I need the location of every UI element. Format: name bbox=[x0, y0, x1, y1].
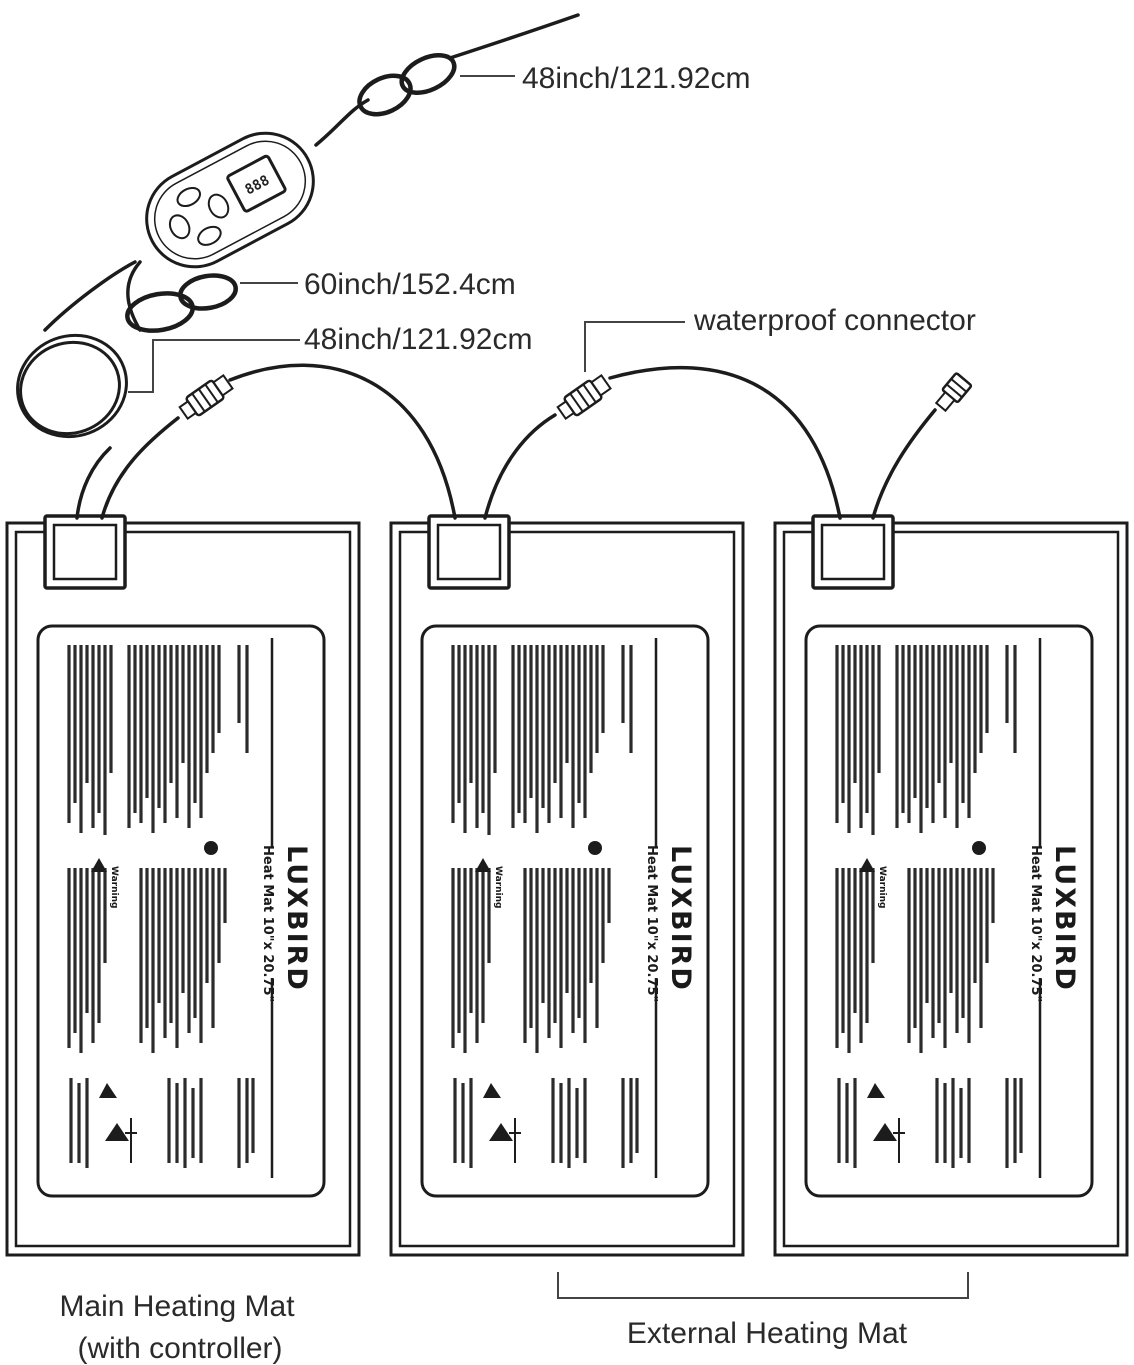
controller-button-up bbox=[176, 186, 202, 208]
power-cable-bundle bbox=[357, 53, 457, 117]
link-cable-1 bbox=[228, 363, 457, 520]
power-cable bbox=[314, 98, 370, 147]
mat-label-text-2: LUXBIRD Heat Mat 10"x 20.75" Warning bbox=[493, 845, 696, 1002]
mat-product-name: Heat Mat 10"x 20.75" bbox=[1028, 845, 1043, 1002]
controller-feed-cable bbox=[75, 446, 112, 520]
main-mat-cable bbox=[100, 416, 180, 520]
mat-brand: LUXBIRD bbox=[1049, 845, 1080, 992]
waterproof-connector-2 bbox=[554, 371, 614, 424]
callout-leaders bbox=[128, 75, 969, 1299]
end-cable bbox=[871, 408, 937, 520]
mat-label-text-1: LUXBIRD Heat Mat 10"x 20.75" Warning bbox=[109, 845, 312, 1002]
mat-brand: LUXBIRD bbox=[281, 845, 312, 992]
mat-product-name: Heat Mat 10"x 20.75" bbox=[260, 845, 275, 1002]
mat-warning-text: Warning bbox=[109, 866, 119, 908]
callout-power-cable-length: 48inch/121.92cm bbox=[522, 62, 751, 95]
callout-waterproof-connector: waterproof connector bbox=[693, 304, 976, 337]
controller-button-down bbox=[197, 225, 222, 246]
controller-display bbox=[226, 154, 287, 213]
controller-button-right bbox=[207, 193, 230, 219]
cable-coil-large bbox=[16, 333, 128, 439]
connector-end-cap bbox=[934, 372, 973, 413]
caption-main-mat-controller: (with controller) bbox=[77, 1332, 282, 1365]
callout-sensor-cable-length: 60inch/152.4cm bbox=[304, 268, 516, 301]
temperature-controller: 888 bbox=[145, 131, 315, 269]
mat-label-text-3: LUXBIRD Heat Mat 10"x 20.75" Warning bbox=[877, 845, 1080, 1002]
callout-mat-cable-length: 48inch/121.92cm bbox=[304, 323, 533, 356]
cables bbox=[43, 13, 937, 520]
mat-warning-text: Warning bbox=[493, 866, 503, 908]
waterproof-connector-1 bbox=[176, 371, 236, 424]
caption-main-mat: Main Heating Mat bbox=[59, 1290, 295, 1323]
sensor-cable-bundle bbox=[125, 273, 238, 333]
caption-external-mat: External Heating Mat bbox=[627, 1317, 908, 1350]
mat-product-name: Heat Mat 10"x 20.75" bbox=[644, 845, 659, 1002]
mat-brand: LUXBIRD bbox=[665, 845, 696, 992]
mat-warning-text: Warning bbox=[877, 866, 887, 908]
controller-button-left bbox=[168, 214, 191, 240]
link-cable-2 bbox=[483, 413, 557, 520]
link-cable-3 bbox=[608, 365, 842, 520]
